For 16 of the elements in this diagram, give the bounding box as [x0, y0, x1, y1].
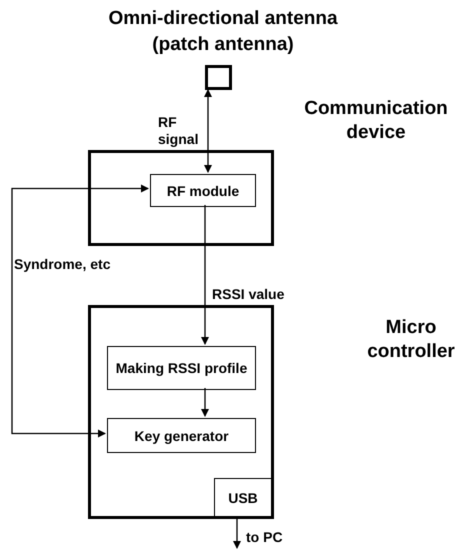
module-box — [107, 346, 256, 390]
module-box — [150, 174, 256, 207]
module-box — [107, 418, 256, 453]
arrow — [201, 205, 209, 345]
arrow — [204, 89, 212, 173]
arrow — [11, 184, 149, 438]
node-label: Making RSSI profile — [116, 359, 248, 377]
node-label: USB — [228, 489, 258, 507]
node-label: RF module — [166, 182, 240, 200]
node-heading: Micro controller — [366, 316, 456, 364]
module-box — [214, 478, 272, 518]
node-label: Key generator — [134, 426, 229, 444]
node-heading: Communication device — [303, 97, 449, 145]
arrow — [201, 388, 209, 417]
arrow — [233, 517, 241, 549]
antenna-caption: Omni-directional antenna (patch antenna) — [107, 7, 339, 57]
